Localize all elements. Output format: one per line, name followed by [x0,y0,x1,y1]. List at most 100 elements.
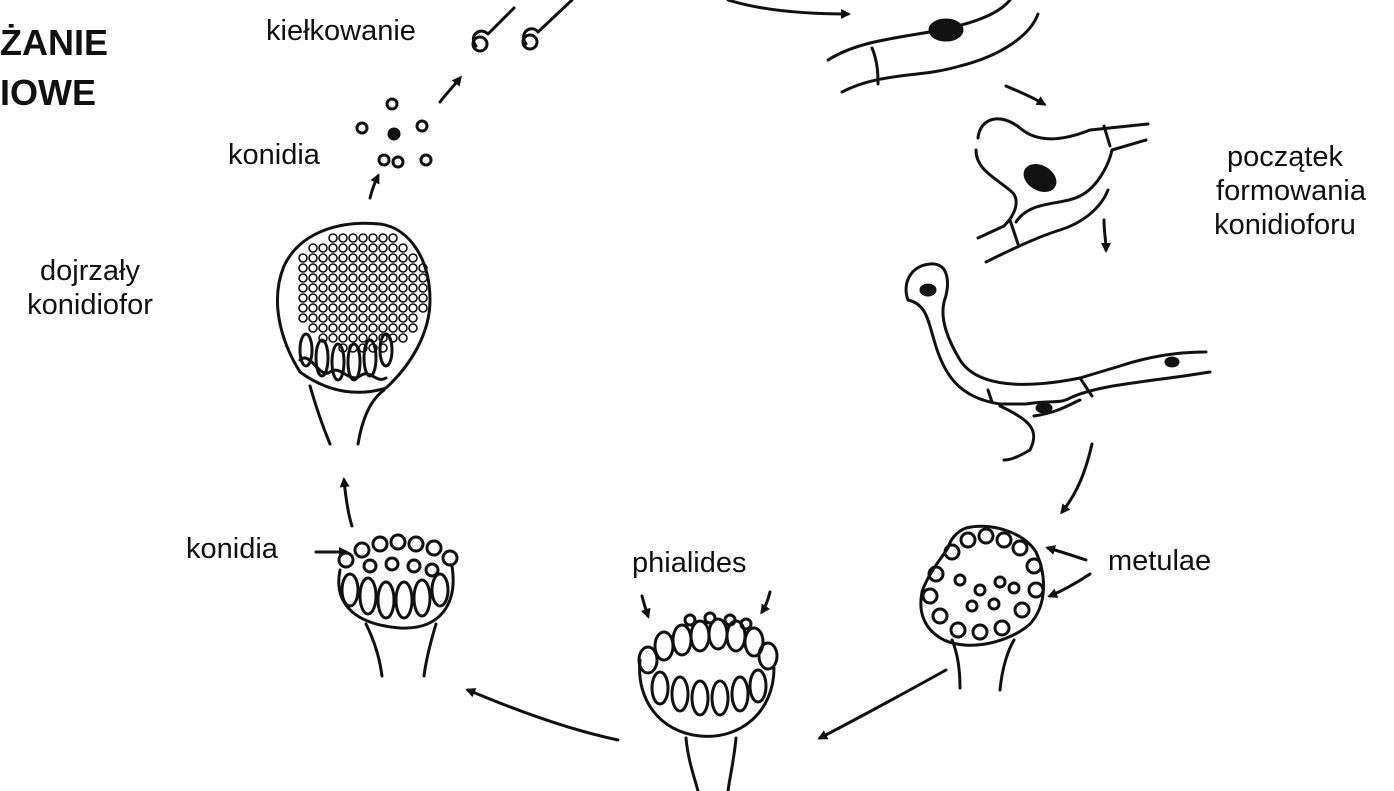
spore-dot [299,274,307,282]
spore-dot [389,234,397,242]
spore-dot [349,304,357,312]
label-dojrzaly-konidiofor: dojrzały konidiofor [4,254,176,322]
spore-dot [409,254,417,262]
hypha-cell-3 [906,264,1210,460]
mature-conidiophore-spores [299,234,427,352]
spore-dot [349,334,357,342]
spore-dot [419,294,427,302]
spore-dot [409,274,417,282]
spore-dot [399,264,407,272]
spore-dot [339,314,347,322]
spore-dot [359,334,367,342]
spore-dot [349,284,357,292]
spore-dot [359,254,367,262]
spore-dot [309,264,317,272]
label-dojrzaly-line-2: konidiofor [4,288,176,322]
arrow-up-to-mature [344,480,352,526]
spore-dot [299,304,307,312]
spore-dot [359,304,367,312]
spore-dot [319,244,327,252]
spore-dot [359,324,367,332]
spore-dot [359,244,367,252]
spore-dot [389,314,397,322]
spore-dot [339,264,347,272]
spore-dot [339,274,347,282]
spore-dot [409,314,417,322]
spore-dot [419,284,427,292]
label-poczatek-formowania: początek formowania konidioforu [1190,140,1394,242]
spore-dot [309,304,317,312]
spore-dot [329,334,337,342]
spore-dot [319,284,327,292]
germinating-conidia-icon [473,0,572,51]
spore-dot [369,264,377,272]
label-poczatek-line-2: formowania [1196,174,1386,208]
spore-dot [329,254,337,262]
spore-dot [319,314,327,322]
spore-dot [349,244,357,252]
spore-dot [309,324,317,332]
spore-dot [389,284,397,292]
spore-dot [379,304,387,312]
spore-dot [329,264,337,272]
spore-dot [369,314,377,322]
arrow-metulae-to-phialides [820,670,946,738]
spore-dot [379,284,387,292]
spore-dot [329,274,337,282]
spore-dot [399,294,407,302]
spore-dot [389,324,397,332]
label-poczatek-line-1: początek [1190,140,1380,174]
spore-dot [309,284,317,292]
spore-dot [389,304,397,312]
arrow-metulae-2 [1050,574,1090,596]
spore-dot [369,254,377,262]
spore-dot [359,234,367,242]
young-conidiophore [339,535,457,676]
spore-dot [369,244,377,252]
spore-dot [339,294,347,302]
label-kielkowanie: kiełkowanie [266,14,416,48]
spore-dot [319,324,327,332]
title-line-1: ŻANIE [0,18,150,68]
arrow-to-germination [440,78,460,102]
spore-dot [369,294,377,302]
spore-dot [309,314,317,322]
spore-dot [349,234,357,242]
spore-dot [389,264,397,272]
spore-dot [369,284,377,292]
spore-dot [329,294,337,302]
spore-dot [399,254,407,262]
spore-dot [339,334,347,342]
spore-dot [369,324,377,332]
spore-dot [369,304,377,312]
spore-dot [359,284,367,292]
page-title: ŻANIE IOWE [0,18,150,118]
spore-dot [319,304,327,312]
metulae-structure [921,526,1044,690]
spore-dot [299,284,307,292]
spore-dot [339,324,347,332]
title-line-2: IOWE [0,68,150,118]
phialides-structure [639,613,777,791]
spore-dot [299,264,307,272]
spore-dot [409,324,417,332]
spore-dot [389,294,397,302]
spore-dot [379,244,387,252]
spore-dot [399,244,407,252]
spore-dot [419,304,427,312]
dispersed-conidia [357,99,431,167]
arrow-top-right [728,0,848,14]
spore-dot [369,274,377,282]
spore-dot [329,234,337,242]
spore-dot [379,264,387,272]
spore-dot [359,294,367,302]
spore-dot [399,274,407,282]
spore-dot [309,294,317,302]
spore-dot [339,244,347,252]
spore-dot [299,254,307,262]
spore-dot [319,264,327,272]
spore-dot [389,244,397,252]
spore-dot [319,254,327,262]
label-poczatek-line-3: konidioforu [1190,208,1380,242]
